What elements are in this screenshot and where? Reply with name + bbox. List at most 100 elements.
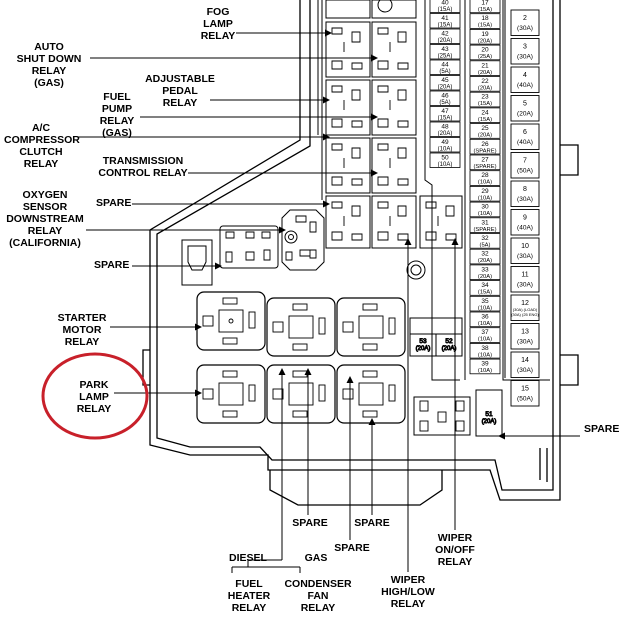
fuse-rating: (10A) <box>478 195 492 201</box>
fuse-rating: (10A) <box>478 368 492 374</box>
fuse-rating: (30A) <box>517 339 533 346</box>
fuse-number: 29 <box>481 188 489 195</box>
fuse-number: 31 <box>481 219 489 226</box>
fuse-number: 2 <box>523 15 527 22</box>
label-auto-shut-down-relay: AUTO SHUT DOWN RELAY (GAS) <box>16 41 82 89</box>
fuse-rating: (15A) <box>478 101 492 107</box>
fuse-number: 48 <box>441 124 449 131</box>
fuse-rating: (30A) <box>517 282 533 289</box>
maxi-fuse-slot <box>510 95 540 122</box>
maxi-fuse-slot <box>510 9 540 36</box>
label-diesel: DIESEL <box>229 552 267 564</box>
fuse-slot <box>469 76 501 92</box>
fuse-rating: (40A) <box>517 139 533 146</box>
fuse-rating: (15A) <box>438 23 453 29</box>
fuse-number: 39 <box>481 361 489 368</box>
fuse-number: 5 <box>523 101 527 108</box>
fuse-rating: (30A) <box>517 25 533 32</box>
fuse-rating: (25A) <box>438 54 453 60</box>
label-spare-bottom-3: SPARE <box>334 542 370 554</box>
fuse-slot <box>469 358 501 375</box>
fuse-number: 40 <box>441 0 449 7</box>
fuse-rating: (10A) <box>478 305 492 311</box>
fuse-number: 32 <box>481 235 489 242</box>
fuse-slot <box>429 152 461 168</box>
fuse-number: 19 <box>481 31 489 38</box>
fuse-rating: (40A) <box>517 82 533 89</box>
fuse-number: 18 <box>481 15 489 22</box>
upper-relay-terminals <box>225 27 457 263</box>
maxi-fuse-slot <box>510 152 540 179</box>
fuse-slot <box>469 44 501 61</box>
fuse-number: 50 <box>441 155 449 162</box>
fuse-rating: (20A) <box>478 70 492 76</box>
fuse-slot <box>469 28 501 45</box>
label-gas: GAS <box>304 552 328 564</box>
fuse-rating: (20A) <box>478 38 492 44</box>
fuse-rating: (40A) <box>517 225 533 232</box>
bolt-icon <box>406 260 426 280</box>
fuse-slot <box>429 59 461 75</box>
fuse-rating: (15A) <box>438 7 453 13</box>
fuse-slot <box>469 185 501 202</box>
maxi-fuse-slot <box>510 266 540 293</box>
maxi-fuse-slot <box>510 209 540 236</box>
fuse-slot <box>469 280 501 296</box>
fuse-slot <box>469 0 501 14</box>
fuse-rating: (20A) <box>482 419 497 425</box>
fuse-slot <box>469 217 501 233</box>
fuse-rating: (20A) <box>478 258 492 264</box>
upper-relay-column <box>325 0 463 249</box>
arrowhead <box>323 133 330 141</box>
fuse-column-1: 40(15A)41(15A)42(20A)43(25A)44(5A)45(20A… <box>429 0 461 168</box>
fuse-slot <box>469 60 501 76</box>
fuse-number: 33 <box>481 266 489 273</box>
maxi-fuse-slot <box>510 66 540 93</box>
fuse-rating: (20A) <box>478 86 492 92</box>
fuse-rating: (10A) <box>438 162 453 168</box>
fuse-number: 17 <box>481 0 489 7</box>
fuse-rating: (10A) <box>478 321 492 327</box>
fuse-rating: (30A) (25 ENG) <box>511 312 539 317</box>
fuse-rating: (5A) <box>439 100 450 106</box>
arrowhead <box>215 262 222 270</box>
fuse-number: 32 <box>481 251 489 258</box>
fuse-number: 23 <box>481 94 489 101</box>
arrowhead <box>323 96 330 104</box>
arrowhead <box>278 368 286 375</box>
fuse-number: 26 <box>481 141 489 148</box>
fuse-slot <box>469 327 501 343</box>
fuse-rating: (20A) <box>442 346 457 352</box>
fuse-slot <box>469 138 501 155</box>
fuse-slot <box>429 90 461 106</box>
highlight-circle <box>41 352 149 440</box>
arrowhead <box>404 238 412 245</box>
label-adjustable-pedal-relay: ADJUSTABLE PEDAL RELAY <box>145 73 215 109</box>
fuse-number: 42 <box>441 31 449 38</box>
fuse-column-maxi: 2(30A)3(30A)4(40A)5(20A)6(40A)7(50A)8(30… <box>510 9 540 407</box>
fuse-number: 34 <box>481 282 489 289</box>
fuse-slot <box>469 342 501 359</box>
maxi-fuse-slot <box>510 351 540 378</box>
fuse-slot <box>429 44 461 60</box>
fuse-rating: (10A) <box>478 180 492 186</box>
arrowhead <box>279 226 286 234</box>
fuse-rating: (20A) <box>478 274 492 280</box>
label-oxygen-sensor-relay: OXYGEN SENSOR DOWNSTREAM RELAY (CALIFORN… <box>6 189 84 249</box>
diesel-gas-bracket <box>231 566 301 573</box>
fuse-rating: (SPARE) <box>473 227 496 233</box>
arrowhead <box>323 200 330 208</box>
fuse-rating: (25A) <box>478 54 492 60</box>
fuse-number: 43 <box>441 46 449 53</box>
maxi-fuse-slot <box>510 380 540 407</box>
large-relays <box>196 291 406 424</box>
fuse-column-2: 17(15A)18(15A)19(20A)20(25A)21(20A)22(20… <box>469 0 501 375</box>
fuse-rating: (30A) (LOAD) <box>513 307 538 312</box>
fog-relay-mark <box>377 0 393 13</box>
fuse-number: 35 <box>481 298 489 305</box>
arrowhead <box>451 238 459 245</box>
label-ac-compressor-clutch-relay: A/C COMPRESSOR CLUTCH RELAY <box>4 122 80 170</box>
fuse-number: 51 <box>485 411 493 418</box>
housing-outline <box>142 0 579 506</box>
fuse-rating: (15A) <box>478 7 492 13</box>
